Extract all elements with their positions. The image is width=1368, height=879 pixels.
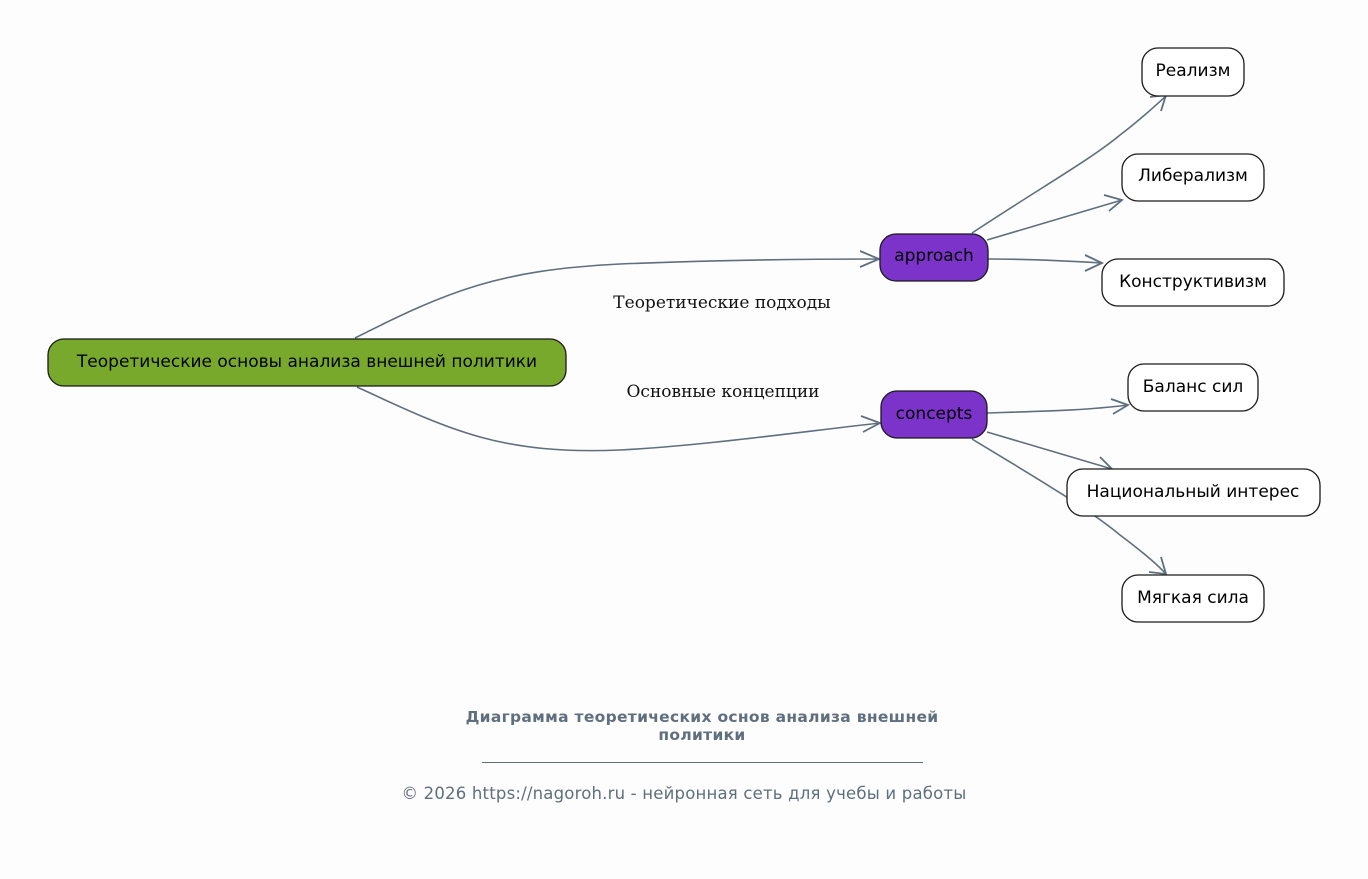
edge-concepts-balance xyxy=(986,404,1129,414)
edge-approach-constructivism xyxy=(987,258,1103,264)
footer-divider xyxy=(482,762,923,763)
edge-root-approach xyxy=(354,258,879,339)
branch-node-approach[interactable]: approach xyxy=(879,233,989,282)
arrowhead-icon xyxy=(1103,194,1124,212)
arrowhead-icon xyxy=(1110,398,1131,415)
edge-approach-liberalism xyxy=(986,199,1123,241)
root-node[interactable]: Теоретические основы анализа внешней пол… xyxy=(47,338,567,387)
leaf-node-soft-power[interactable]: Мягкая сила xyxy=(1121,574,1265,623)
leaf-node-constructivism[interactable]: Конструктивизм xyxy=(1101,258,1285,307)
leaf-node-realism[interactable]: Реализм xyxy=(1141,47,1245,97)
edge-label-approach: Теоретические подходы xyxy=(613,293,830,313)
mind-map-diagram: Теоретические подходы Основные концепции… xyxy=(47,47,1321,623)
arrowhead-icon xyxy=(1148,556,1168,576)
arrowhead-icon xyxy=(1084,254,1105,272)
edge-approach-realism xyxy=(971,95,1167,234)
leaf-node-liberalism[interactable]: Либерализм xyxy=(1121,153,1265,202)
leaf-node-balance-of-power[interactable]: Баланс сил xyxy=(1127,363,1259,412)
edge-label-concepts: Основные концепции xyxy=(626,382,819,402)
leaf-node-label: Национальный интерес xyxy=(1087,482,1300,502)
copyright-text: © 2026 https://nagoroh.ru - нейронная се… xyxy=(401,784,967,803)
edge-root-concepts xyxy=(356,386,881,452)
leaf-node-national-interest[interactable]: Национальный интерес xyxy=(1066,468,1321,517)
edge-concepts-national xyxy=(986,431,1113,470)
branch-node-label: concepts xyxy=(896,404,973,424)
arrowhead-icon xyxy=(859,250,882,268)
leaf-node-label: Реализм xyxy=(1156,61,1231,81)
diagram-caption: Диаграмма теоретических основ анализа вн… xyxy=(465,708,939,744)
leaf-node-label: Конструктивизм xyxy=(1119,272,1267,292)
branch-node-label: approach xyxy=(894,246,974,266)
branch-node-concepts[interactable]: concepts xyxy=(880,390,988,439)
leaf-node-label: Баланс сил xyxy=(1143,377,1244,397)
arrowhead-icon xyxy=(860,415,883,433)
edge-concepts-soft xyxy=(971,438,1167,575)
leaf-node-label: Мягкая сила xyxy=(1137,588,1249,608)
leaf-node-label: Либерализм xyxy=(1138,166,1248,186)
root-node-label: Теоретические основы анализа внешней пол… xyxy=(76,352,537,372)
